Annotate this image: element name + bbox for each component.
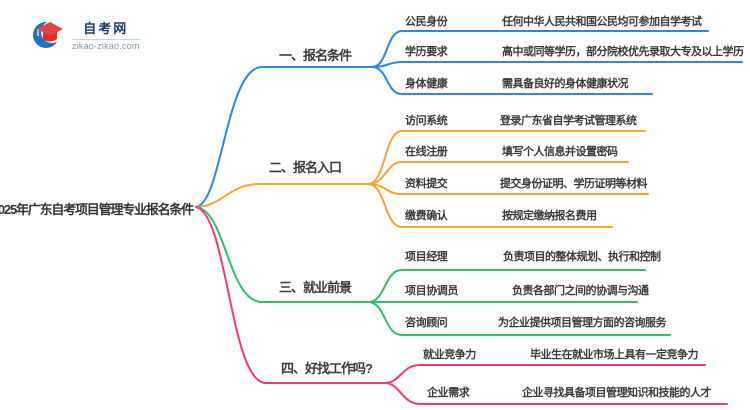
graduation-cap-logo-icon [33, 20, 63, 48]
branch-3-child-2-value: 负责各部门之间的协调与沟通 [512, 285, 649, 297]
branch-4-child-1-label: 就业竞争力 [423, 349, 476, 361]
branch-1-child-2-value: 高中或同等学历，部分院校优先录取大专及以上学历 [502, 46, 744, 58]
branch-4-child-2-label: 企业需求 [427, 387, 470, 399]
logo-text: 自考网 zikao-zikao.com [72, 18, 140, 51]
branch-1-child-1-label: 公民身份 [405, 16, 448, 28]
branch-3-lines [195, 206, 671, 336]
branch-3-child-3-label: 咨询顾问 [405, 317, 448, 329]
logo-domain: zikao-zikao.com [72, 41, 140, 51]
branch-2-label: 二、报名入口 [269, 160, 342, 175]
site-logo: 自考网 zikao-zikao.com [32, 18, 140, 51]
branch-2-child-2-label: 在线注册 [405, 146, 448, 158]
logo-title: 自考网 [72, 18, 140, 40]
branch-4-child-2-value: 企业寻找具备项目管理知识和技能的人才 [522, 387, 712, 399]
branch-1-child-3-value: 需具备良好的身体健康状况 [502, 78, 629, 90]
branch-2-child-3-label: 资料提交 [405, 178, 448, 190]
branch-2-lines [195, 130, 649, 228]
branch-4-lines [195, 206, 728, 405]
branch-4-label: 四、好找工作吗? [281, 361, 373, 376]
branch-2-child-3-value: 提交身份证明、学历证明等材料 [500, 178, 648, 190]
branch-1-child-1-value: 任何中华人民共和国公民均可参加自学考试 [502, 16, 702, 28]
branch-3-label: 三、就业前景 [279, 280, 352, 295]
branch-1-child-2-label: 学历要求 [405, 46, 448, 58]
branch-1-child-3-label: 身体健康 [405, 78, 448, 90]
branch-2-child-2-value: 填写个人信息并设置密码 [502, 146, 618, 158]
branch-1-label: 一、报名条件 [279, 48, 352, 63]
branch-4-child-1-value: 毕业生在就业市场上具有一定竞争力 [530, 349, 699, 361]
branch-3-child-1-value: 负责项目的整体规划、执行和控制 [503, 251, 661, 263]
branch-3-child-3-value: 为企业提供项目管理方面的咨询服务 [498, 317, 667, 329]
branch-3-child-1-label: 项目经理 [405, 251, 448, 263]
branch-2-child-1-value: 登录广东省自学考试管理系统 [500, 115, 637, 127]
root-node: 2025年广东自考项目管理专业报名条件 [0, 202, 194, 217]
branch-2-child-1-label: 访问系统 [405, 115, 448, 127]
branch-2-child-4-value: 按规定缴纳报名费用 [502, 210, 597, 222]
branch-3-child-2-label: 项目协调员 [405, 285, 458, 297]
branch-2-child-4-label: 缴费确认 [405, 210, 448, 222]
branch-1-lines [195, 30, 743, 208]
